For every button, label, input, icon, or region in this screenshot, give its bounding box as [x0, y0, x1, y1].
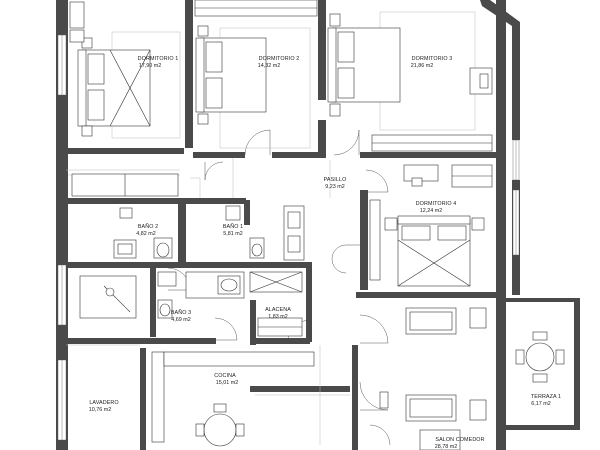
fixtures-bano-3	[157, 299, 173, 319]
room-label-bano-3: BAÑO 3 4,69 m2	[171, 309, 191, 323]
bed-dormitorio-2	[194, 0, 318, 149]
room-label-pasillo: PASILLO 9,23 m2	[324, 177, 347, 190]
room-area: 4,82 m2	[136, 231, 155, 237]
room-label-lavadero: LAVADERO 10,76 m2	[89, 400, 119, 413]
living-furniture	[379, 307, 487, 450]
room-label-bano-1: BAÑO 1 5,81 m2	[223, 223, 243, 237]
room-area: 9,23 m2	[325, 184, 344, 190]
room-area: 12,24 m2	[420, 208, 442, 214]
bed-dormitorio-4	[369, 164, 493, 287]
kitchen-furniture	[151, 351, 315, 447]
room-label-cocina: COCINA 15,01 m2	[214, 373, 238, 386]
room-label-dormitorio-1: DORMITORIO 1 17,90 m2	[138, 56, 179, 69]
bed-dormitorio-3	[327, 11, 493, 152]
room-name: BAÑO 3	[171, 309, 191, 316]
west-windows	[57, 34, 67, 441]
room-area: 1,83 m2	[268, 314, 287, 320]
room-label-dormitorio-4: DORMITORIO 4 12,24 m2	[416, 201, 457, 214]
terrace-furniture	[515, 331, 565, 383]
room-name: COCINA	[214, 373, 236, 379]
fixtures-bano-2	[113, 207, 173, 259]
shelves-alacena	[257, 317, 303, 337]
room-label-alacena: ALACENA 1,83 m2	[265, 307, 291, 320]
room-area: 15,01 m2	[216, 380, 238, 386]
room-name: SALON COMEDOR	[435, 437, 484, 443]
room-name: BAÑO 2	[138, 223, 158, 230]
room-area: 17,90 m2	[139, 63, 161, 69]
wardrobe-pasillo	[71, 173, 179, 197]
room-name: DORMITORIO 4	[416, 201, 457, 207]
east-windows	[512, 139, 520, 256]
room-label-dormitorio-2: DORMITORIO 2 14,32 m2	[258, 56, 300, 69]
room-name: ALACENA	[265, 307, 291, 313]
room-area: 10,76 m2	[89, 407, 111, 413]
fixtures-bano-1	[225, 205, 305, 261]
bed-dormitorio-1	[69, 1, 181, 139]
interior-walls	[66, 0, 498, 450]
room-area: 14,32 m2	[258, 63, 280, 69]
room-label-bano-2: BAÑO 2 4,82 m2	[136, 223, 158, 237]
room-area: 21,86 m2	[411, 63, 433, 69]
room-name: DORMITORIO 3	[412, 56, 453, 62]
room-name: DORMITORIO 1	[138, 56, 179, 62]
room-name: DORMITORIO 2	[259, 56, 300, 62]
room-name: LAVADERO	[89, 400, 118, 406]
room-name: TERRAZA 1	[531, 394, 561, 400]
fixtures-utility	[79, 271, 303, 319]
room-label-dormitorio-3: DORMITORIO 3 21,86 m2	[411, 56, 453, 69]
room-area: 6,17 m2	[531, 401, 550, 407]
room-name: BAÑO 1	[223, 223, 243, 230]
room-area: 5,81 m2	[223, 231, 242, 237]
room-label-terraza-1: TERRAZA 1 6,17 m2	[531, 394, 561, 407]
room-label-salon-comedor: SALON COMEDOR 28,78 m2	[435, 437, 485, 450]
doors	[167, 129, 391, 446]
room-name: PASILLO	[324, 177, 347, 183]
room-area: 4,69 m2	[171, 317, 190, 323]
room-area: 28,78 m2	[435, 444, 457, 450]
